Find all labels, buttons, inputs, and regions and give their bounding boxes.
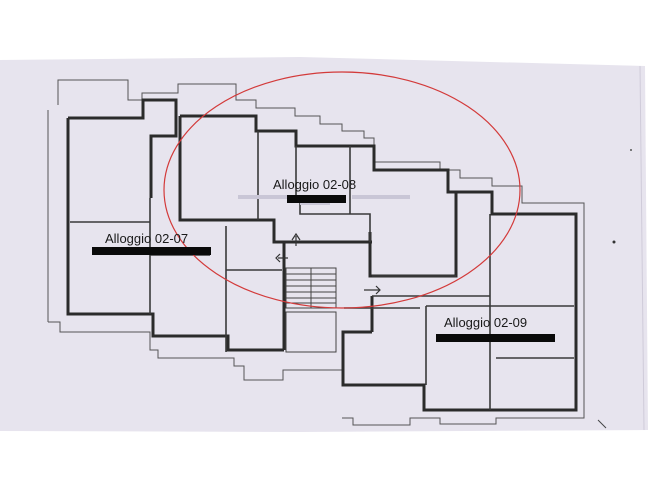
faint-notes [238, 195, 410, 205]
highlight-ellipse [163, 71, 521, 309]
redaction-bar-02-08 [287, 195, 346, 203]
paper-fold-line [639, 65, 645, 431]
unit-label-02-07: Alloggio 02-07 [105, 231, 189, 246]
unit-label-02-08: Alloggio 02-08 [273, 177, 357, 192]
walls-interior [70, 131, 574, 410]
outer-perimeter [47, 79, 585, 426]
paper-sheet [0, 57, 648, 432]
dot-mark [630, 149, 632, 151]
edge-stroke [597, 419, 607, 429]
staircase [285, 267, 337, 353]
entrance-arrows [275, 232, 381, 295]
dot-mark [612, 240, 616, 244]
redaction-bar-02-09 [436, 334, 555, 342]
redaction-bar-02-07 [92, 247, 211, 255]
unit-label-02-09: Alloggio 02-09 [444, 315, 528, 330]
walls-thick [66, 98, 578, 412]
